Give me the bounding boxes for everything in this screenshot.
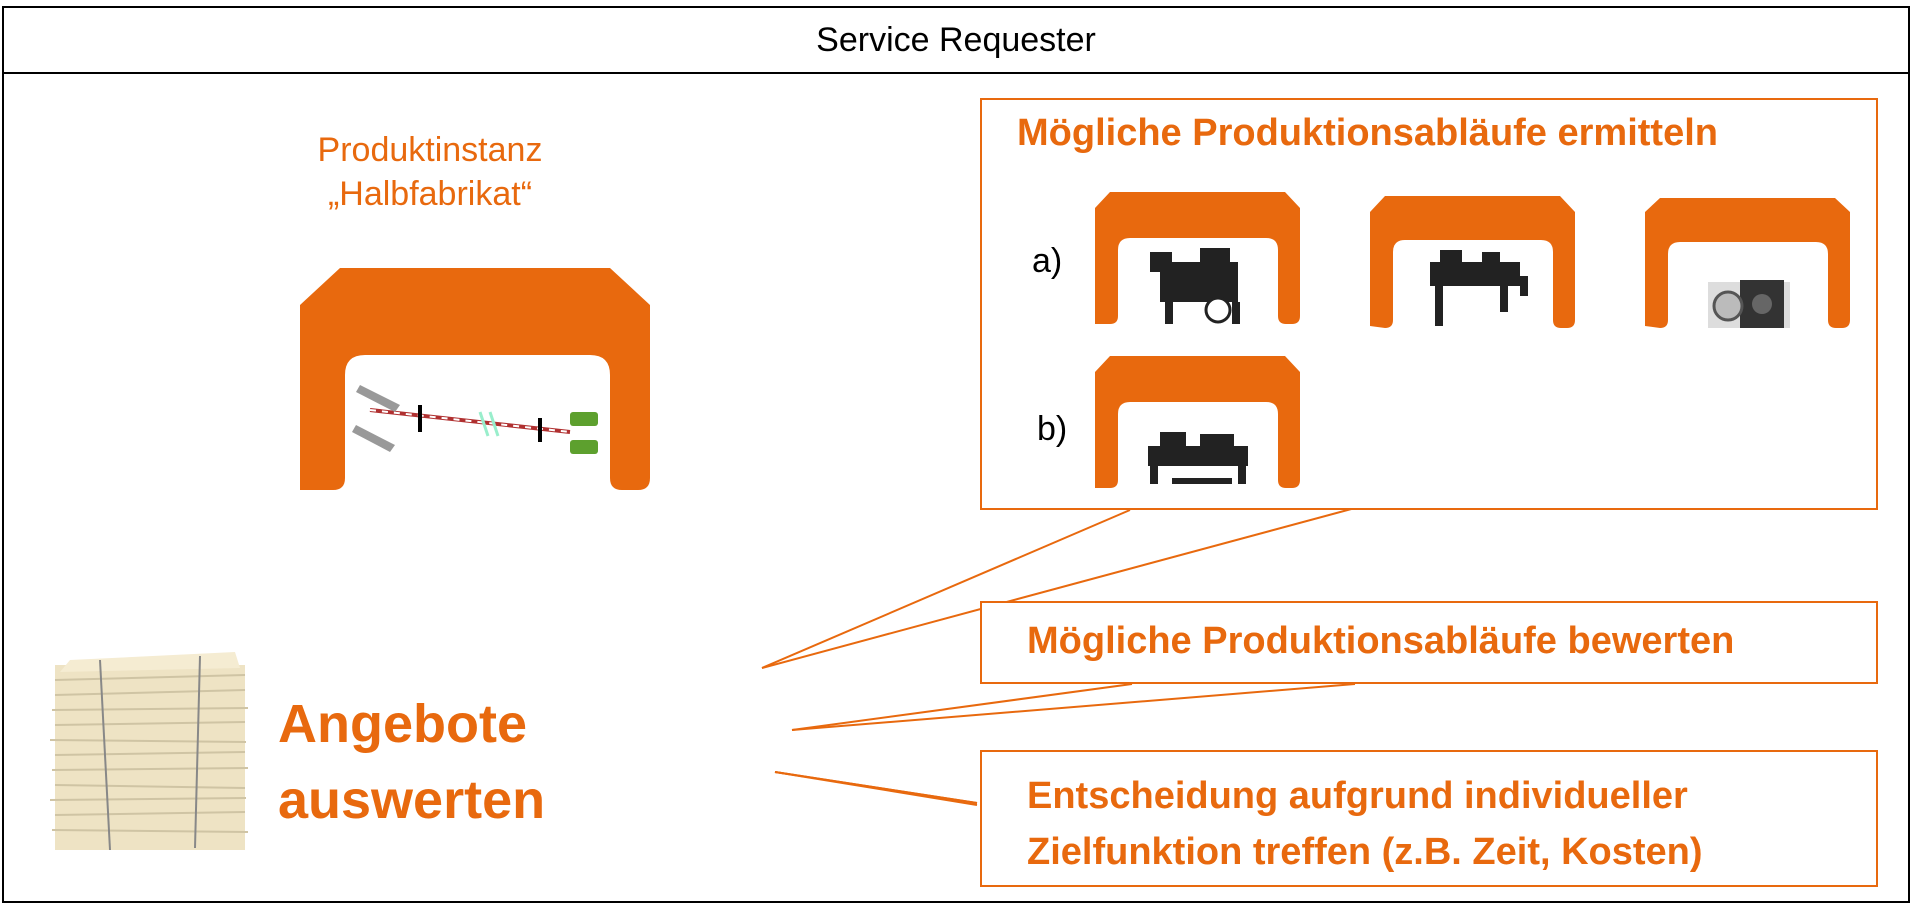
- option-a-label: a): [1032, 242, 1063, 280]
- product-title-line2: „Halbfabrikat“: [327, 175, 533, 213]
- offers-line1: Angebote: [278, 694, 527, 754]
- product-title-line1: Produktinstanz: [317, 131, 543, 169]
- header-title: Service Requester: [2, 6, 1910, 74]
- box-evaluate: [980, 601, 1878, 684]
- offers-label: Angebote auswerten: [278, 686, 545, 838]
- machine-crimp-icon: [1095, 356, 1300, 488]
- box-decide-line2: Zielfunktion treffen (z.B. Zeit, Kosten): [1027, 831, 1703, 873]
- machine-press-icon: [1095, 192, 1300, 324]
- box-evaluate-title: Mögliche Produktionsabläufe bewerten: [1027, 620, 1735, 662]
- offers-line2: auswerten: [278, 770, 546, 830]
- box-decide-line1: Entscheidung aufgrund individueller: [1027, 775, 1688, 817]
- cable-harness-icon: [352, 385, 598, 454]
- option-b-label: b): [1037, 410, 1068, 448]
- paper-stack-icon: [49, 652, 249, 851]
- box-decide-text: Entscheidung aufgrund individueller Ziel…: [1027, 768, 1703, 880]
- box-determine-title: Mögliche Produktionsabläufe ermitteln: [1017, 112, 1718, 154]
- product-carrier-icon: [300, 268, 650, 490]
- product-title: Produktinstanz „Halbfabrikat“: [290, 128, 570, 216]
- box-decide: [980, 750, 1878, 887]
- machine-assembly-icon: [1370, 196, 1575, 328]
- machine-closeup-icon: [1645, 198, 1850, 328]
